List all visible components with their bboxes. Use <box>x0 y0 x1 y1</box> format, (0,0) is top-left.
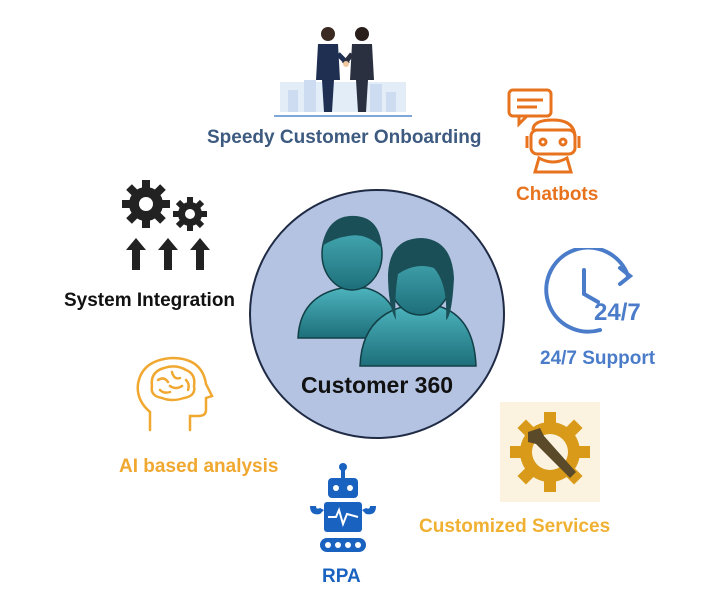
clock-247-icon: 24/7 <box>544 248 640 334</box>
integration-label: System Integration <box>64 290 236 311</box>
handshake-icon <box>274 27 412 117</box>
center-node: Customer 360 <box>248 188 506 440</box>
chatbot-icon <box>507 88 581 174</box>
robot-icon <box>310 463 376 552</box>
integration-icon-wrap <box>118 178 216 274</box>
customized-icon-wrap <box>500 402 600 502</box>
chatbots-label: Chatbots <box>516 184 599 205</box>
rpa-label: RPA <box>322 566 361 587</box>
onboarding-icon-wrap <box>274 20 412 120</box>
ai-icon-wrap <box>132 356 222 432</box>
chatbots-icon-wrap <box>505 86 585 176</box>
rpa-icon-wrap <box>306 462 380 556</box>
center-label: Customer 360 <box>300 372 454 398</box>
gear-wrench-icon <box>500 402 600 502</box>
support-icon-wrap: 24/7 <box>540 248 640 338</box>
support-icon-text: 24/7 <box>594 299 640 326</box>
customized-label: Customized Services <box>419 516 611 537</box>
brain-head-icon <box>136 356 214 432</box>
customer-people-icon <box>249 189 505 439</box>
gears-arrows-icon <box>122 180 210 270</box>
support-label: 24/7 Support <box>540 348 656 369</box>
ai-label: AI based analysis <box>119 456 279 477</box>
onboarding-label: Speedy Customer Onboarding <box>207 127 482 148</box>
